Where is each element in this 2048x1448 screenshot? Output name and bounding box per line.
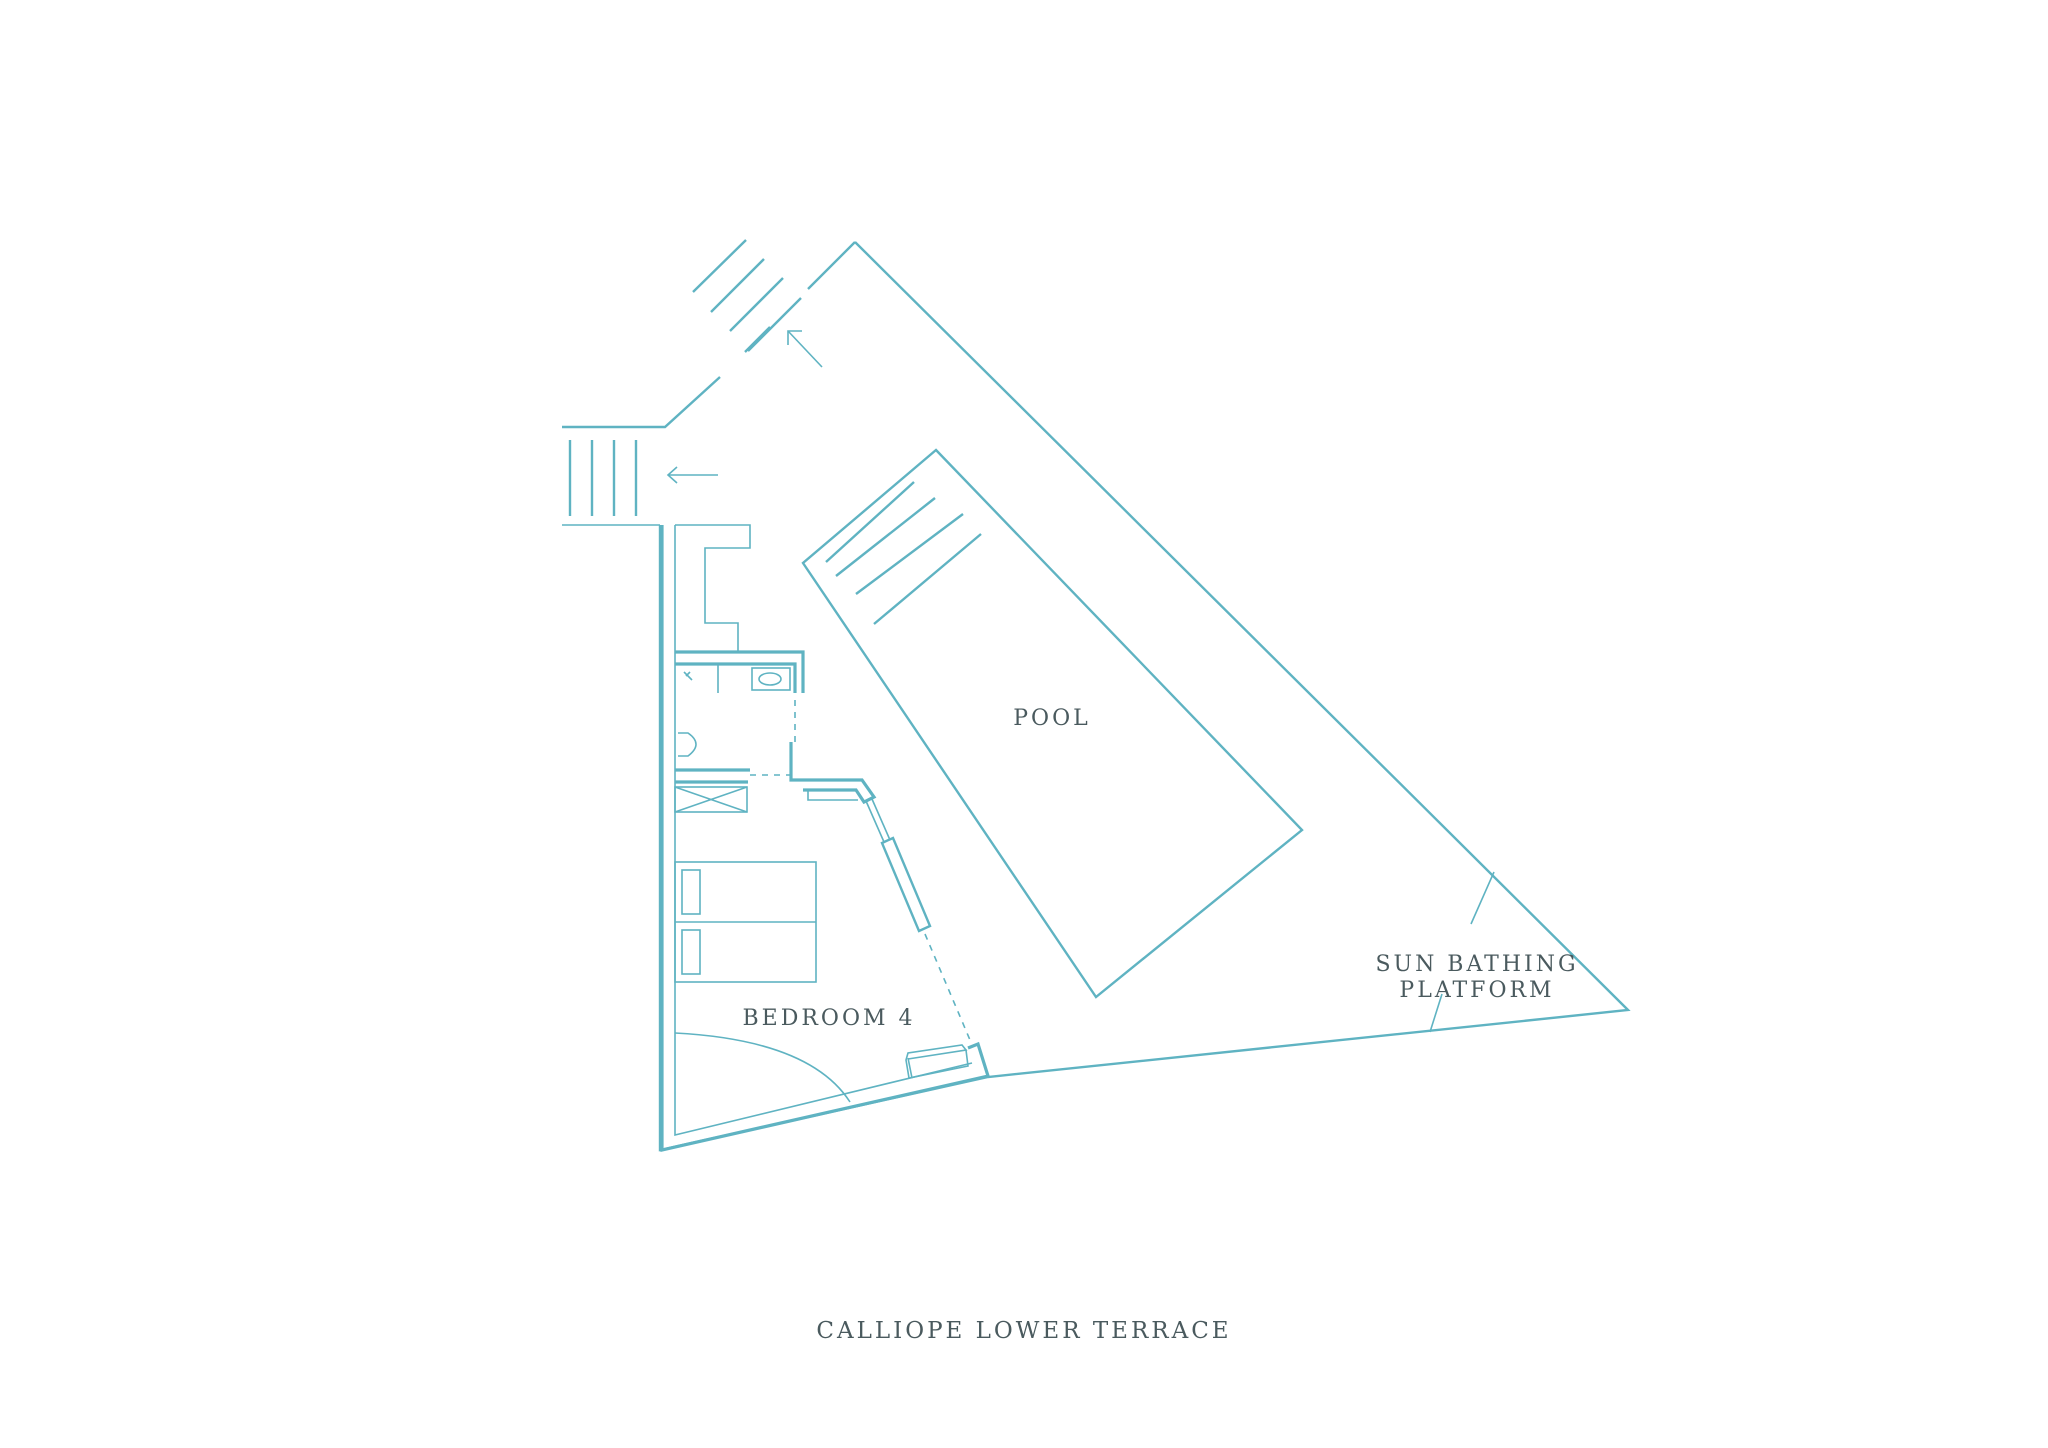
service-block — [675, 524, 751, 652]
window-ledge — [807, 790, 858, 801]
shower-icon — [683, 671, 693, 681]
terrace-boundary-upper — [562, 241, 856, 429]
pool-label: POOL — [1013, 706, 1090, 731]
plan-labels: POOL BEDROOM 4 SUN BATHING PLATFORM — [742, 706, 1578, 1031]
sink-icon — [751, 667, 791, 691]
sun-platform-divider — [1429, 871, 1495, 1033]
lower-stairs — [568, 440, 638, 516]
plan-title: CALLIOPE LOWER TERRACE — [816, 1318, 1232, 1344]
plan-lines — [562, 239, 1631, 1153]
upper-stairs — [692, 239, 802, 352]
toilet-icon — [678, 732, 697, 757]
twin-beds — [674, 861, 817, 983]
bedroom-partition-wall — [789, 742, 877, 805]
sun-platform-label-line1: SUN BATHING — [1375, 952, 1578, 977]
pool-steps — [825, 481, 982, 625]
wardrobe — [674, 786, 748, 813]
desk — [905, 1044, 969, 1079]
bedroom-outer-wall — [660, 525, 991, 1153]
stair-arrow-upper — [787, 330, 823, 368]
stair-arrow-lower — [666, 466, 718, 484]
bathroom-wall-lower — [675, 768, 750, 784]
sliding-door — [880, 836, 932, 933]
sun-platform-label-line2: PLATFORM — [1399, 978, 1554, 1003]
door-swing — [674, 1032, 851, 1103]
pool-outline — [801, 448, 1304, 999]
bedroom-label: BEDROOM 4 — [742, 1006, 915, 1031]
bedroom-inner-wall — [674, 525, 973, 1137]
bathroom-wall — [675, 650, 805, 693]
